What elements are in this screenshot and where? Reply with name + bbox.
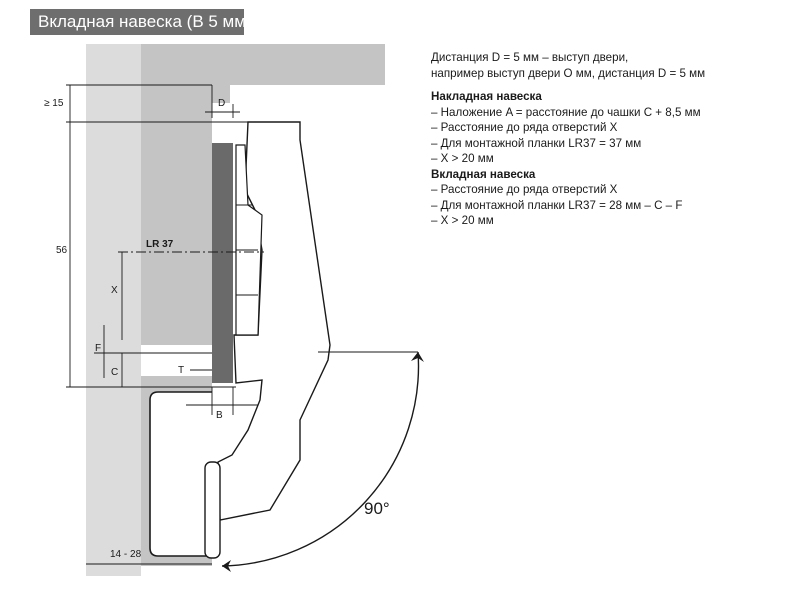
diagram-title: Вкладная навеска (В 5 мм) [30,9,252,35]
inset-item: – X > 20 мм [431,214,494,227]
overlay-item: – Наложение A = расстояние до чашки C + … [431,105,701,119]
f-label: F [95,343,101,354]
c-label: C [111,367,118,378]
intro-line-1: Дистанция D = 5 мм – выступ двери, [431,51,629,64]
top-panel [141,44,385,85]
frame-area [141,85,212,345]
overlay-heading: Накладная навеска [431,90,542,103]
hinge-arm [217,121,331,521]
inset-item: – Расстояние до ряда отверстий X [431,183,618,196]
arc-arrowhead [411,352,424,362]
overlay-item: – Для монтажной планки LR37 = 37 мм [431,136,642,150]
inset-item: – Для монтажной планки LR37 = 28 мм – C … [431,198,683,212]
cabinet-side-panel [86,44,141,576]
range-label: 14 - 28 [110,549,142,560]
inset-heading: Вкладная навеска [431,167,536,181]
overlay-item: – X > 20 мм [431,152,494,165]
hinge-cup [149,391,212,557]
d-label: D [218,98,225,109]
notes-panel: Дистанция D = 5 мм – выступ двери, напри… [431,50,791,229]
b-label: B [216,410,223,421]
door-panel [212,143,233,383]
t-label: T [178,365,184,376]
mounting-plate [235,144,263,336]
min15-label: ≥ 15 [44,98,64,109]
overlay-item: – Расстояние до ряда отверстий X [431,121,618,134]
angle-label: 90° [364,499,390,518]
dim56-label: 56 [56,245,68,256]
x-label: X [111,285,118,296]
arc-arrowhead [222,560,231,572]
lr37-label: LR 37 [146,239,174,250]
cup-flange [204,461,221,559]
frame-face-strip [212,85,230,103]
opening-arc [221,351,420,567]
intro-line-2: например выступ двери O мм, дистанция D … [431,66,706,80]
